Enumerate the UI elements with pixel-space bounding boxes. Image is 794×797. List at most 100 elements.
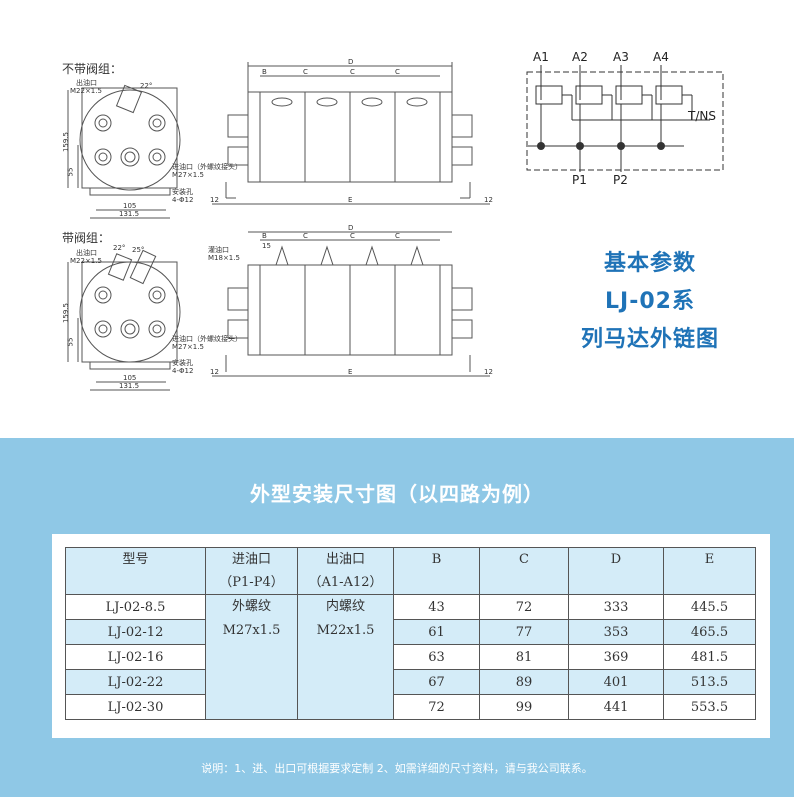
- cell-model: LJ-02-16: [65, 644, 206, 670]
- table-row: LJ-02-16 63 81 369 481.5: [65, 644, 756, 670]
- dimension-table: 型号 进油口（P1-P4） 出油口（A1-A12） B C D E LJ-02-…: [65, 547, 756, 720]
- dim-C2-bottom: C: [350, 232, 355, 240]
- cell-b: 61: [393, 619, 480, 645]
- end-view-top-flange: [79, 89, 181, 191]
- dim-C1-top: C: [303, 68, 308, 76]
- schematic-label-p2: P2: [613, 173, 628, 187]
- cell-e: 553.5: [663, 694, 756, 720]
- cell-c: 89: [479, 669, 569, 695]
- title-block: 基本参数 LJ-02系 列马达外链图: [560, 245, 740, 359]
- schematic-label-a3: A3: [613, 50, 629, 64]
- cell-d: 369: [568, 644, 664, 670]
- cell-b: 67: [393, 669, 480, 695]
- cell-c: 99: [479, 694, 569, 720]
- schematic-label-a1: A1: [533, 50, 549, 64]
- title-line-3: 列马达外链图: [580, 327, 719, 352]
- outlet-label-top: 出油口: [76, 79, 97, 87]
- cell-d: 353: [568, 619, 664, 645]
- footnote: 说明：1、进、出口可根据要求定制 2、如需详细的尺寸资料，请与我公司联系。: [201, 762, 593, 775]
- mount-label-top: 安装孔: [172, 188, 193, 196]
- cell-d: 441: [568, 694, 664, 720]
- schematic-label-a4: A4: [653, 50, 669, 64]
- dim-C3-bottom: C: [395, 232, 400, 240]
- cell-c: 81: [479, 644, 569, 670]
- dim-55-top: 55: [66, 167, 75, 177]
- dim-12-bottom-right: 12: [484, 368, 493, 376]
- inlet-thread-bottom: M27×1.5: [172, 343, 204, 351]
- angle-22-bottom: 22°: [113, 244, 126, 252]
- dim-131-bottom: 131.5: [119, 382, 140, 390]
- dim-105-top: 105: [123, 202, 137, 210]
- cell-b: 72: [393, 694, 480, 720]
- dim-B-bottom: B: [262, 232, 267, 240]
- schematic-label-p1: P1: [572, 173, 587, 187]
- mount-spec-top: 4-Φ12: [172, 196, 194, 204]
- cell-c: 72: [479, 594, 569, 620]
- fill-thread: M18×1.5: [208, 254, 240, 262]
- dim-E-bottom: E: [348, 368, 353, 376]
- dim-12-top-right: 12: [484, 196, 493, 204]
- outlet-thread-top: M22×1.5: [70, 87, 102, 95]
- fill-label: 灌油口: [208, 246, 229, 254]
- dim-C1-bottom: C: [303, 232, 308, 240]
- angle-top: 22°: [140, 82, 153, 90]
- cell-model: LJ-02-8.5: [65, 594, 206, 620]
- outlet-label-bottom: 出油口: [76, 249, 97, 257]
- cell-e: 445.5: [663, 594, 756, 620]
- header-e: E: [663, 547, 756, 595]
- header-inlet: 进油口（P1-P4）: [205, 547, 298, 595]
- end-view-bottom-body: [81, 261, 178, 363]
- cell-c: 77: [479, 619, 569, 645]
- schematic-label-a2: A2: [572, 50, 588, 64]
- inlet-thread-top: M27×1.5: [172, 171, 204, 179]
- schematic-label-return: T/NS: [688, 109, 716, 123]
- bottom-view-label: 带阀组：: [62, 231, 111, 245]
- table-row: LJ-02-12 61 77 353 465.5: [65, 619, 756, 645]
- technical-drawing: 不带阀组： 带阀组： 出油口 M22×1.5 22° 进油口（外螺纹接头） M2…: [62, 50, 740, 391]
- header-model: 型号: [65, 547, 206, 595]
- cell-b: 63: [393, 644, 480, 670]
- dim-15: 15: [262, 242, 271, 250]
- cell-e: 481.5: [663, 644, 756, 670]
- cell-b: 43: [393, 594, 480, 620]
- dim-C3-top: C: [395, 68, 400, 76]
- cell-d: 333: [568, 594, 664, 620]
- cell-e: 513.5: [663, 669, 756, 695]
- header-c: C: [479, 547, 569, 595]
- title-line-1: 基本参数: [603, 251, 696, 276]
- header-b: B: [393, 547, 480, 595]
- drawing-lines: [67, 62, 724, 391]
- dim-159-bottom: 159.5: [62, 302, 71, 324]
- dim-55-bottom: 55: [66, 337, 75, 347]
- dim-12-bottom-left: 12: [210, 368, 219, 376]
- dim-131-top: 131.5: [119, 210, 140, 218]
- dim-E-top: E: [348, 196, 353, 204]
- dim-159-top: 159.5: [62, 131, 71, 153]
- header-d: D: [568, 547, 664, 595]
- cell-e: 465.5: [663, 619, 756, 645]
- cell-d: 401: [568, 669, 664, 695]
- dim-105-bottom: 105: [123, 374, 137, 382]
- mount-label-bottom: 安装孔: [172, 359, 193, 367]
- dim-D-bottom: D: [348, 224, 354, 232]
- table-row: LJ-02-30 72 99 441 553.5: [65, 694, 756, 720]
- outlet-thread-bottom: M22×1.5: [70, 257, 102, 265]
- mount-spec-bottom: 4-Φ12: [172, 367, 194, 375]
- table-header-row: 型号 进油口（P1-P4） 出油口（A1-A12） B C D E: [65, 547, 756, 595]
- end-view-bottom-flange: [79, 261, 181, 363]
- angle-25-bottom: 25°: [132, 246, 145, 254]
- section-title: 外型安装尺寸图（以四路为例）: [250, 482, 544, 506]
- title-line-2: LJ-02系: [605, 289, 695, 314]
- top-view-label: 不带阀组：: [62, 62, 123, 76]
- dim-C2-top: C: [350, 68, 355, 76]
- inlet-label-top: 进油口（外螺纹接头）: [172, 163, 242, 171]
- header-outlet: 出油口（A1-A12）: [297, 547, 394, 595]
- dim-D-top: D: [348, 58, 354, 66]
- cell-model: LJ-02-30: [65, 694, 206, 720]
- cell-model: LJ-02-22: [65, 669, 206, 695]
- cell-model: LJ-02-12: [65, 619, 206, 645]
- table-row: LJ-02-22 67 89 401 513.5: [65, 669, 756, 695]
